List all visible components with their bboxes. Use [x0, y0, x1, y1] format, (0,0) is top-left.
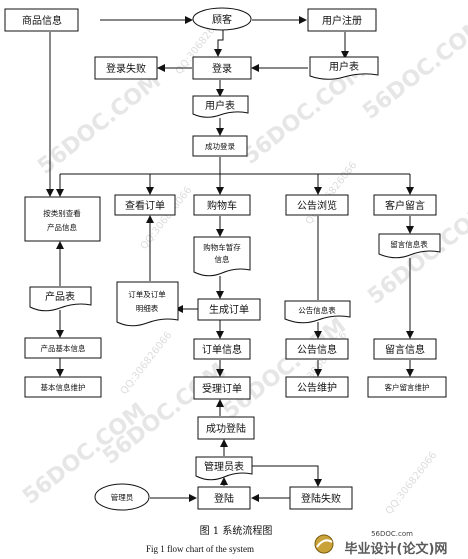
site-logo: 56DOC.com 毕业设计(论文)网	[314, 530, 448, 557]
login-node	[192, 56, 252, 80]
customer-message-node	[373, 194, 437, 216]
node-label: 用户表	[205, 99, 235, 112]
node-label: 产品表	[45, 290, 75, 303]
node-label: 成功登陆	[206, 422, 246, 435]
product-table-node	[29, 286, 92, 312]
landing-node	[197, 486, 251, 510]
view-order-node	[114, 194, 176, 216]
node-label: 管理员	[111, 492, 134, 502]
caption-cn: 图 1 系统流程图	[200, 524, 273, 537]
node-label: 产品信息	[47, 222, 77, 232]
order-info-node	[193, 338, 251, 360]
node-label: 登陆	[214, 492, 234, 505]
customer-node	[192, 7, 252, 31]
user-table-node	[192, 95, 249, 118]
node-label: 公告信息	[297, 343, 337, 356]
watermark-site: 56DOC.COM	[33, 68, 166, 179]
order-detail-table-node	[116, 281, 179, 327]
node-label: 购物车暂存	[203, 242, 241, 252]
node-label: 管理员表	[204, 460, 244, 473]
login-success-2-node	[197, 416, 255, 440]
notice-info-table-node	[284, 300, 351, 324]
figure-caption: 图 1 系统流程图 Fig 1 flow chart of the system	[146, 524, 272, 554]
node-label: 商品信息	[22, 14, 62, 27]
node-label: 成功登录	[205, 141, 235, 151]
watermark-qq: QQ:306826066	[119, 330, 175, 397]
node-label: 用户表	[329, 60, 359, 73]
logo-badge-icon	[314, 534, 334, 554]
user-table-top-node	[309, 56, 379, 80]
admin-node	[94, 483, 150, 511]
node-layer	[4, 7, 447, 511]
login-fail-node	[94, 56, 158, 80]
node-label: 购物车	[207, 199, 237, 212]
node-label: 公告信息表	[298, 305, 336, 315]
connector	[252, 465, 322, 487]
message-info-table-node	[378, 233, 441, 259]
node-label: 客户留言维护	[385, 382, 430, 392]
basic-maintain-node	[24, 376, 102, 398]
node-label: 基本信息维护	[41, 382, 86, 392]
cart-node	[193, 194, 251, 216]
cart-temp-node	[193, 236, 251, 277]
watermark-site: 56DOC.COM	[218, 313, 351, 424]
connector-layer	[46, 16, 414, 502]
logo-swoosh-icon	[316, 539, 333, 548]
notice-maintain-node	[285, 376, 349, 398]
node-label: 信息	[215, 254, 230, 264]
node-label: 登录	[212, 62, 232, 75]
logo-main-text: 毕业设计(论文)网	[345, 541, 448, 557]
category-query-node	[24, 196, 101, 242]
node-label: 公告浏览	[297, 199, 337, 212]
product-basic-info-node	[24, 337, 102, 359]
node-label: 查看订单	[125, 199, 165, 212]
node-label: 登陆失败	[301, 492, 341, 505]
message-info-node	[373, 338, 437, 360]
login-success-node	[192, 135, 248, 157]
accept-order-node	[193, 376, 251, 400]
user-register-node	[307, 8, 377, 32]
node-label: 顾客	[212, 13, 232, 26]
connector	[214, 30, 224, 57]
watermark-qq: QQ:306826066	[384, 450, 440, 517]
node-label: 公告维护	[297, 381, 337, 394]
product-info-node	[4, 8, 79, 32]
node-label: 受理订单	[202, 383, 242, 395]
admin-table-node	[195, 456, 253, 481]
node-label: 留言信息	[385, 343, 425, 356]
node-label: 产品基本信息	[41, 343, 86, 353]
node-label: 生成订单	[209, 303, 249, 316]
node-label: 按类别查看	[43, 208, 81, 218]
caption-en: Fig 1 flow chart of the system	[146, 544, 254, 554]
node-label: 订单及订单	[128, 289, 166, 299]
node-label: 订单信息	[202, 343, 242, 356]
notice-info-node	[285, 338, 349, 360]
label-layer: 商品信息 顾客 用户注册 登录失败 登录 用户表 用户表 成功登录 按类别查看 …	[22, 13, 430, 505]
landing-fail-node	[289, 486, 353, 510]
logo-small-text: 56DOC.com	[371, 530, 413, 538]
generate-order-node	[197, 298, 261, 321]
node-label: 用户注册	[322, 14, 362, 27]
notice-browse-node	[285, 194, 349, 216]
node-label: 登录失败	[106, 62, 146, 75]
watermark-qq: QQ:306826066	[304, 160, 360, 227]
node-label: 留言信息表	[390, 239, 428, 249]
node-label: 客户留言	[385, 199, 425, 212]
node-label: 明细表	[136, 303, 159, 313]
customer-message-maintain-node	[367, 376, 447, 398]
